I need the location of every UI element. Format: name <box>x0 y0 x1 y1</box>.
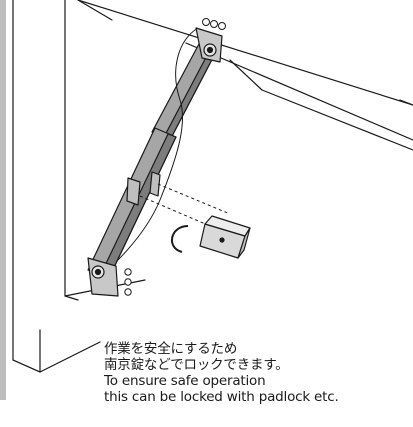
wire-cable <box>115 27 199 263</box>
cabinet-side-edge <box>12 329 41 373</box>
lid-panel <box>77 0 413 106</box>
cabinet-base <box>39 341 101 373</box>
caption-ja-line-2: 南京錠などでロックできます。 <box>104 357 289 373</box>
caption-en-line-1: To ensure safe operation <box>104 373 266 389</box>
padlock-icon <box>171 215 251 259</box>
guide-line <box>139 195 211 227</box>
stay-lock-tab-2 <box>149 171 161 197</box>
screw-icon <box>202 18 210 26</box>
cabinet-front-panel <box>12 0 41 373</box>
cabinet-inner-edge <box>64 0 79 301</box>
lid-panel-lower <box>185 42 413 141</box>
lid-fold <box>229 59 413 151</box>
screw-icon <box>124 278 132 286</box>
screw-icon <box>124 268 132 276</box>
guide-line <box>157 183 231 215</box>
stay-arm <box>87 27 223 297</box>
screw-icon <box>210 20 218 28</box>
stay-lock-tab <box>126 177 141 206</box>
left-frame-bar <box>0 0 6 400</box>
lid-back-edge <box>77 0 113 21</box>
diagram-caption: 作業を安全にするため 南京錠などでロックできます。 To ensure safe… <box>104 341 339 405</box>
lid-right-edge <box>399 99 413 106</box>
screw-icon <box>218 22 226 30</box>
screw-icon <box>124 288 132 296</box>
caption-en-line-2: this can be locked with padlock etc. <box>104 389 339 405</box>
caption-ja-line-1: 作業を安全にするため <box>104 341 238 357</box>
